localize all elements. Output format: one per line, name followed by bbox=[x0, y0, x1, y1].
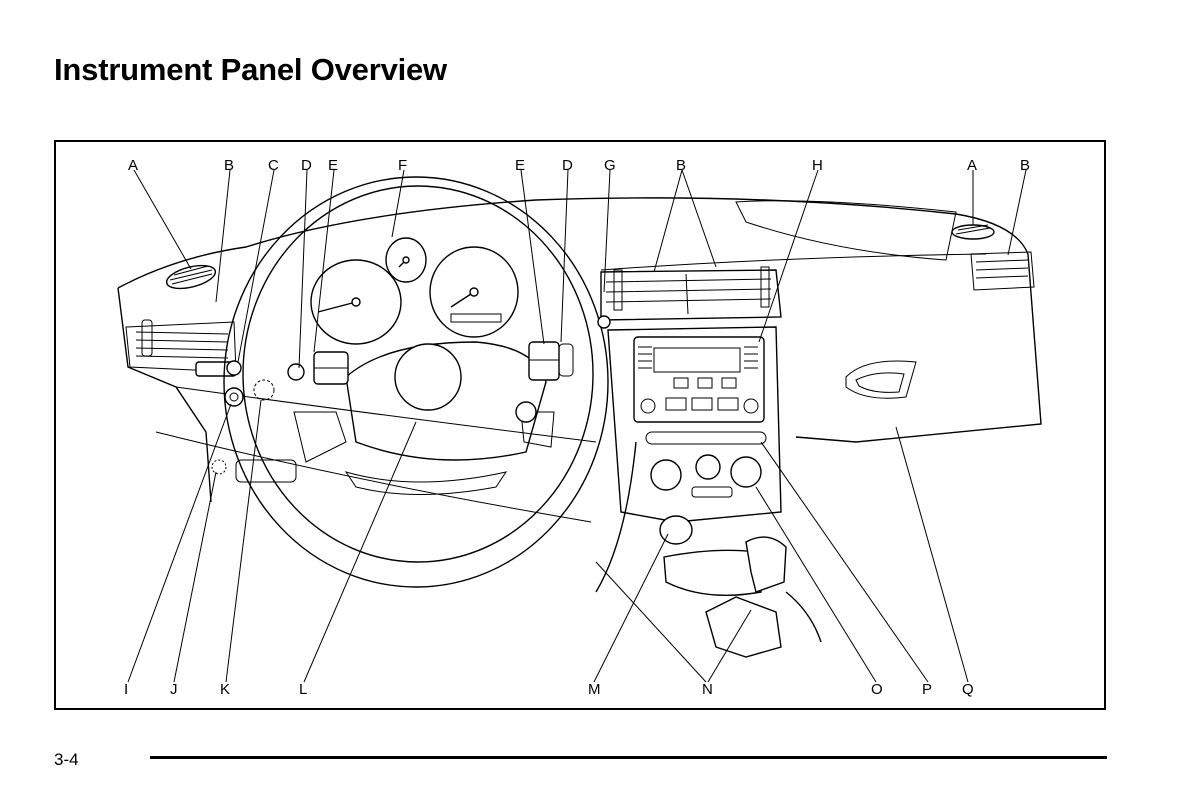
callout-i: I bbox=[124, 681, 128, 698]
callout-a-right: A bbox=[967, 157, 977, 174]
callout-d-right: D bbox=[562, 157, 573, 174]
callout-e-left: E bbox=[328, 157, 338, 174]
callout-d-left: D bbox=[301, 157, 312, 174]
instrument-panel-figure: A B C D E F E D G B H A B I J K L M N O … bbox=[54, 140, 1106, 710]
callout-c: C bbox=[268, 157, 279, 174]
callout-b-center: B bbox=[676, 157, 686, 174]
callout-h: H bbox=[812, 157, 823, 174]
callout-e-right: E bbox=[515, 157, 525, 174]
callout-l: L bbox=[299, 681, 307, 698]
callout-g: G bbox=[604, 157, 616, 174]
callout-letters-top: A B C D E F E D G B H A B bbox=[128, 157, 1030, 174]
callout-q: Q bbox=[962, 681, 974, 698]
callout-n: N bbox=[702, 681, 713, 698]
footer-rule bbox=[150, 756, 1107, 759]
page-number: 3-4 bbox=[54, 750, 79, 769]
callout-m: M bbox=[588, 681, 601, 698]
leader-lines bbox=[127, 169, 1027, 683]
callout-f: F bbox=[398, 157, 407, 174]
callout-k: K bbox=[220, 681, 230, 698]
callout-o: O bbox=[871, 681, 883, 698]
callout-letters-bottom: I J K L M N O P Q bbox=[124, 681, 974, 698]
page-title: Instrument Panel Overview bbox=[54, 52, 447, 87]
callout-b-left: B bbox=[224, 157, 234, 174]
dashboard-drawing bbox=[117, 176, 1042, 658]
callout-a-left: A bbox=[128, 157, 138, 174]
callout-b-right: B bbox=[1020, 157, 1030, 174]
callout-j: J bbox=[170, 681, 178, 698]
callout-p: P bbox=[922, 681, 932, 698]
